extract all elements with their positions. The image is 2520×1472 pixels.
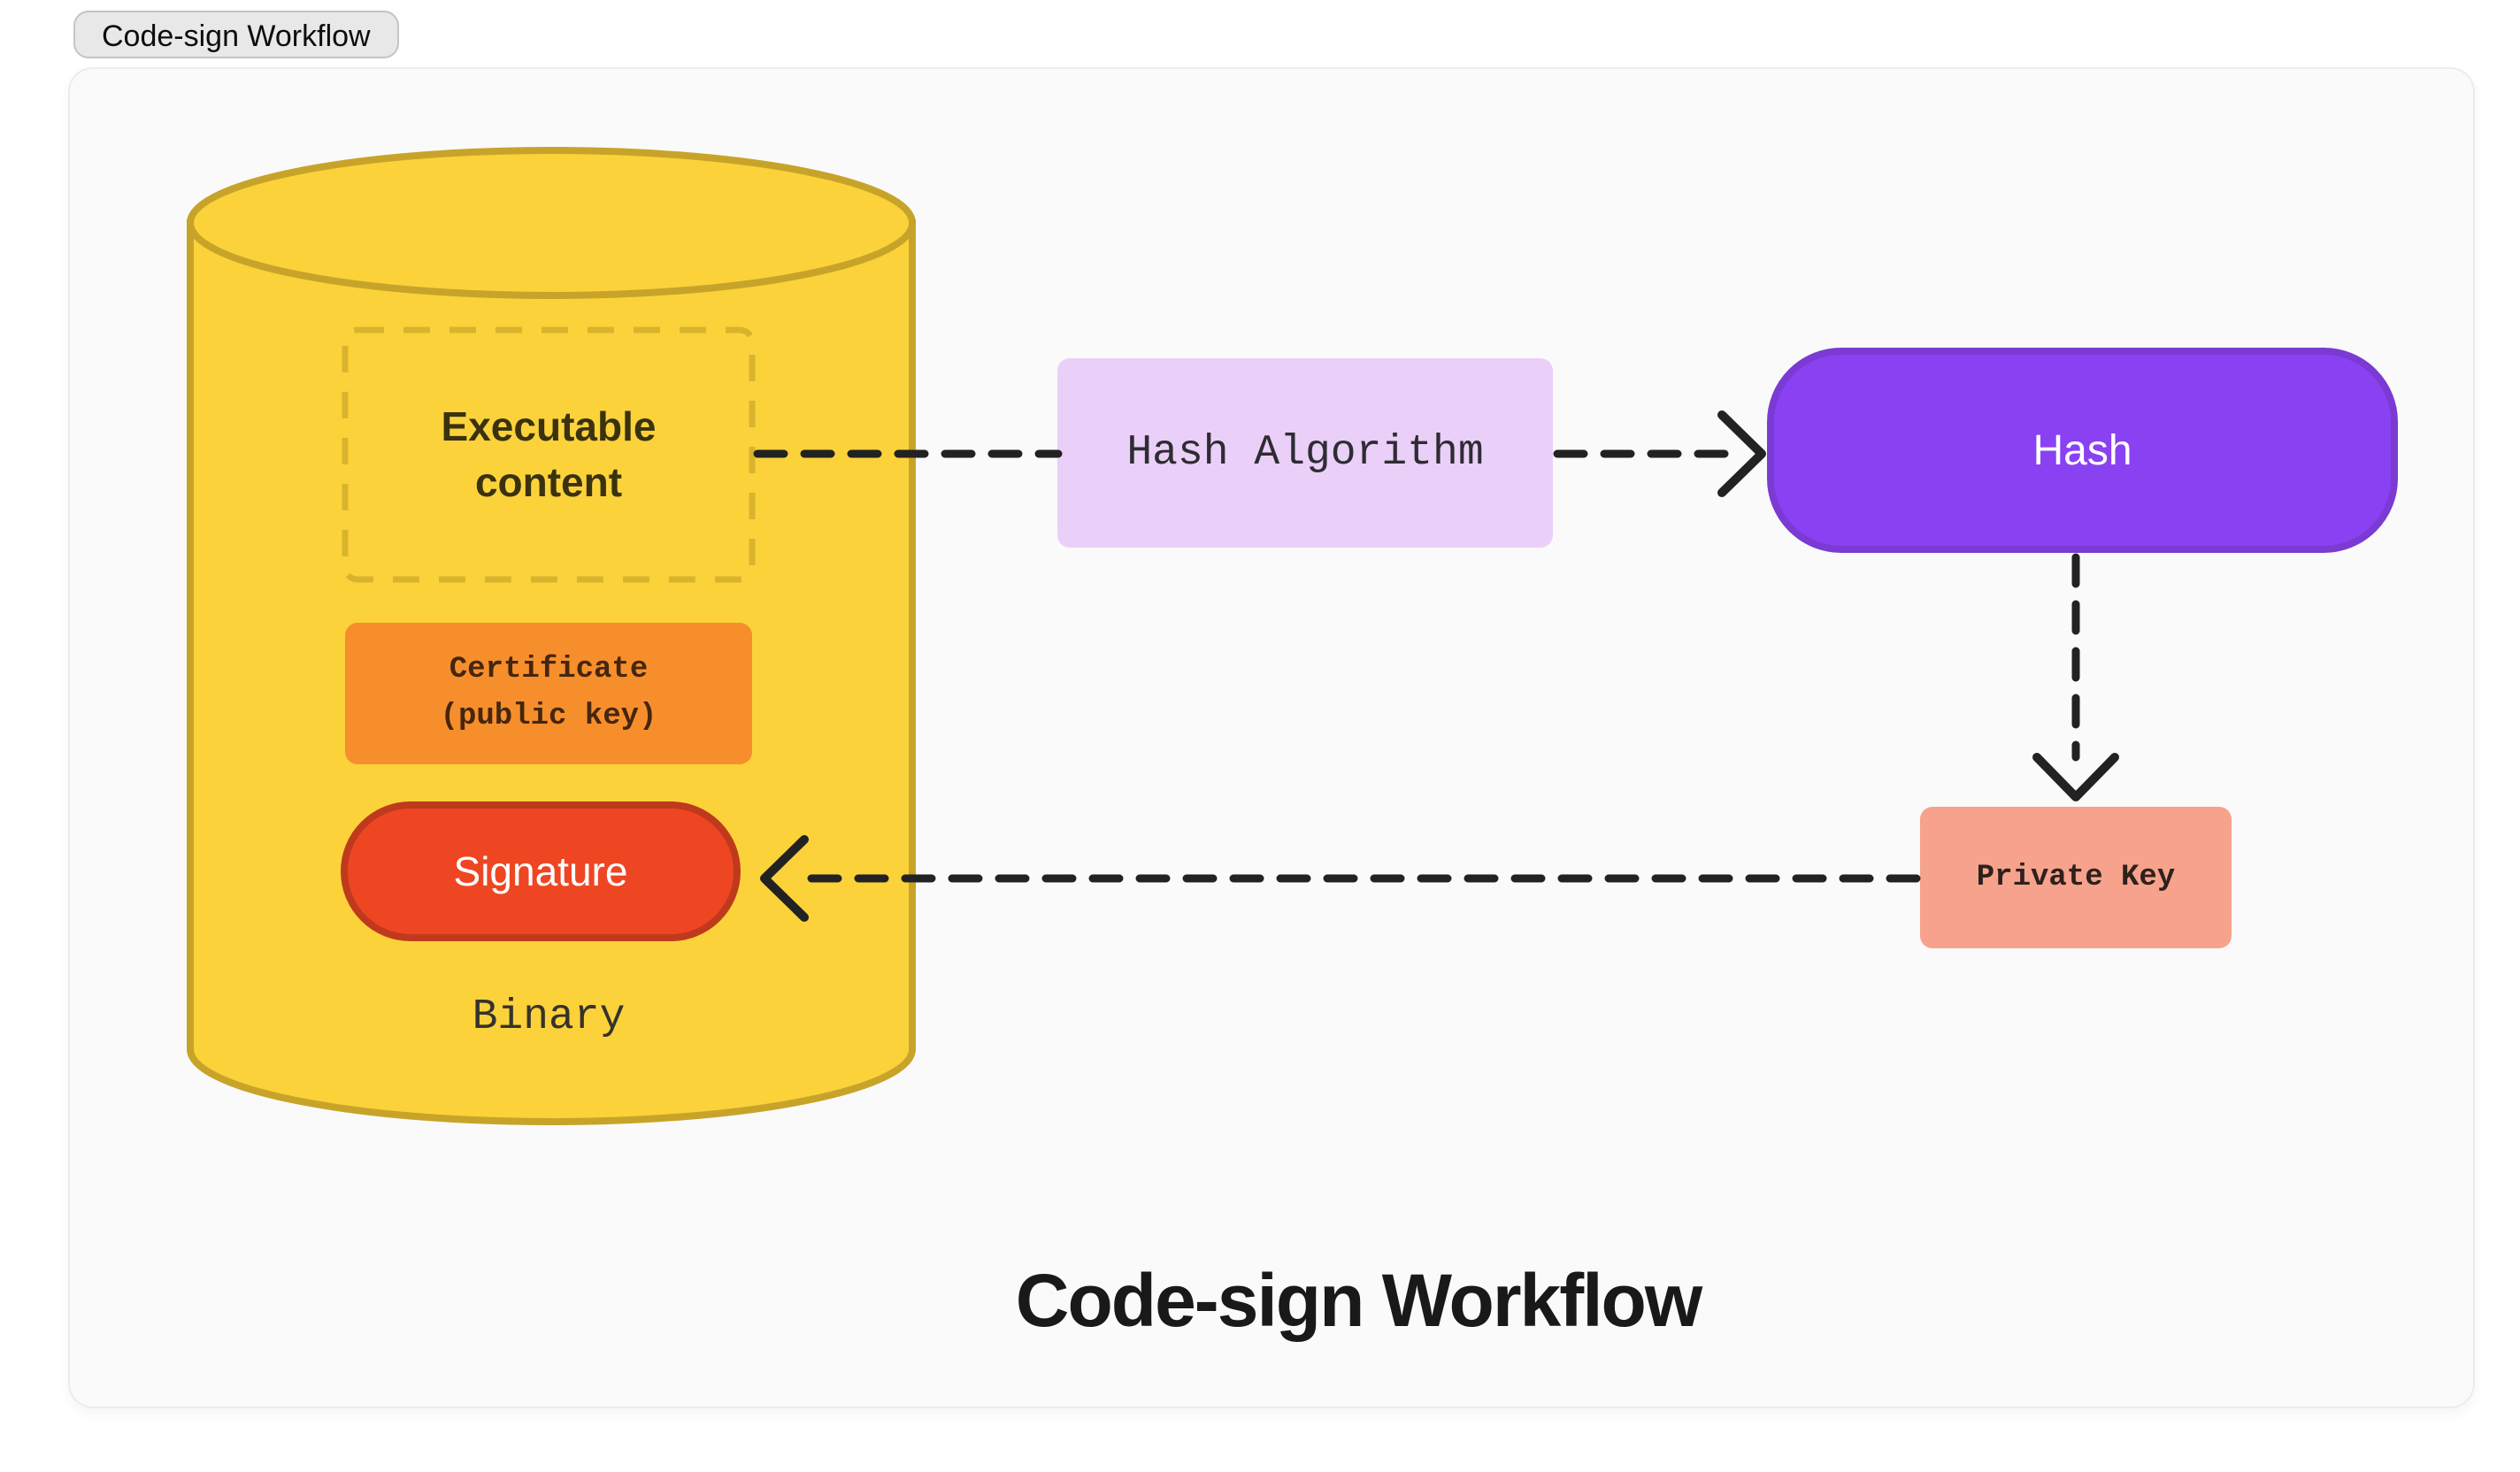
node-signature: Signature [341,801,741,941]
node-certificate: Certificate (public key) [345,623,752,764]
binary-cylinder-label: Binary [472,993,626,1041]
node-executable-content: Executable content [441,402,657,505]
diagram-tab-badge[interactable]: Code-sign Workflow [73,11,399,58]
node-hash-algorithm: Hash Algorithm [1057,358,1553,548]
node-hash: Hash [1767,348,2398,553]
diagram-title: Code-sign Workflow [1015,1259,1702,1342]
node-private-key: Private Key [1920,807,2232,948]
